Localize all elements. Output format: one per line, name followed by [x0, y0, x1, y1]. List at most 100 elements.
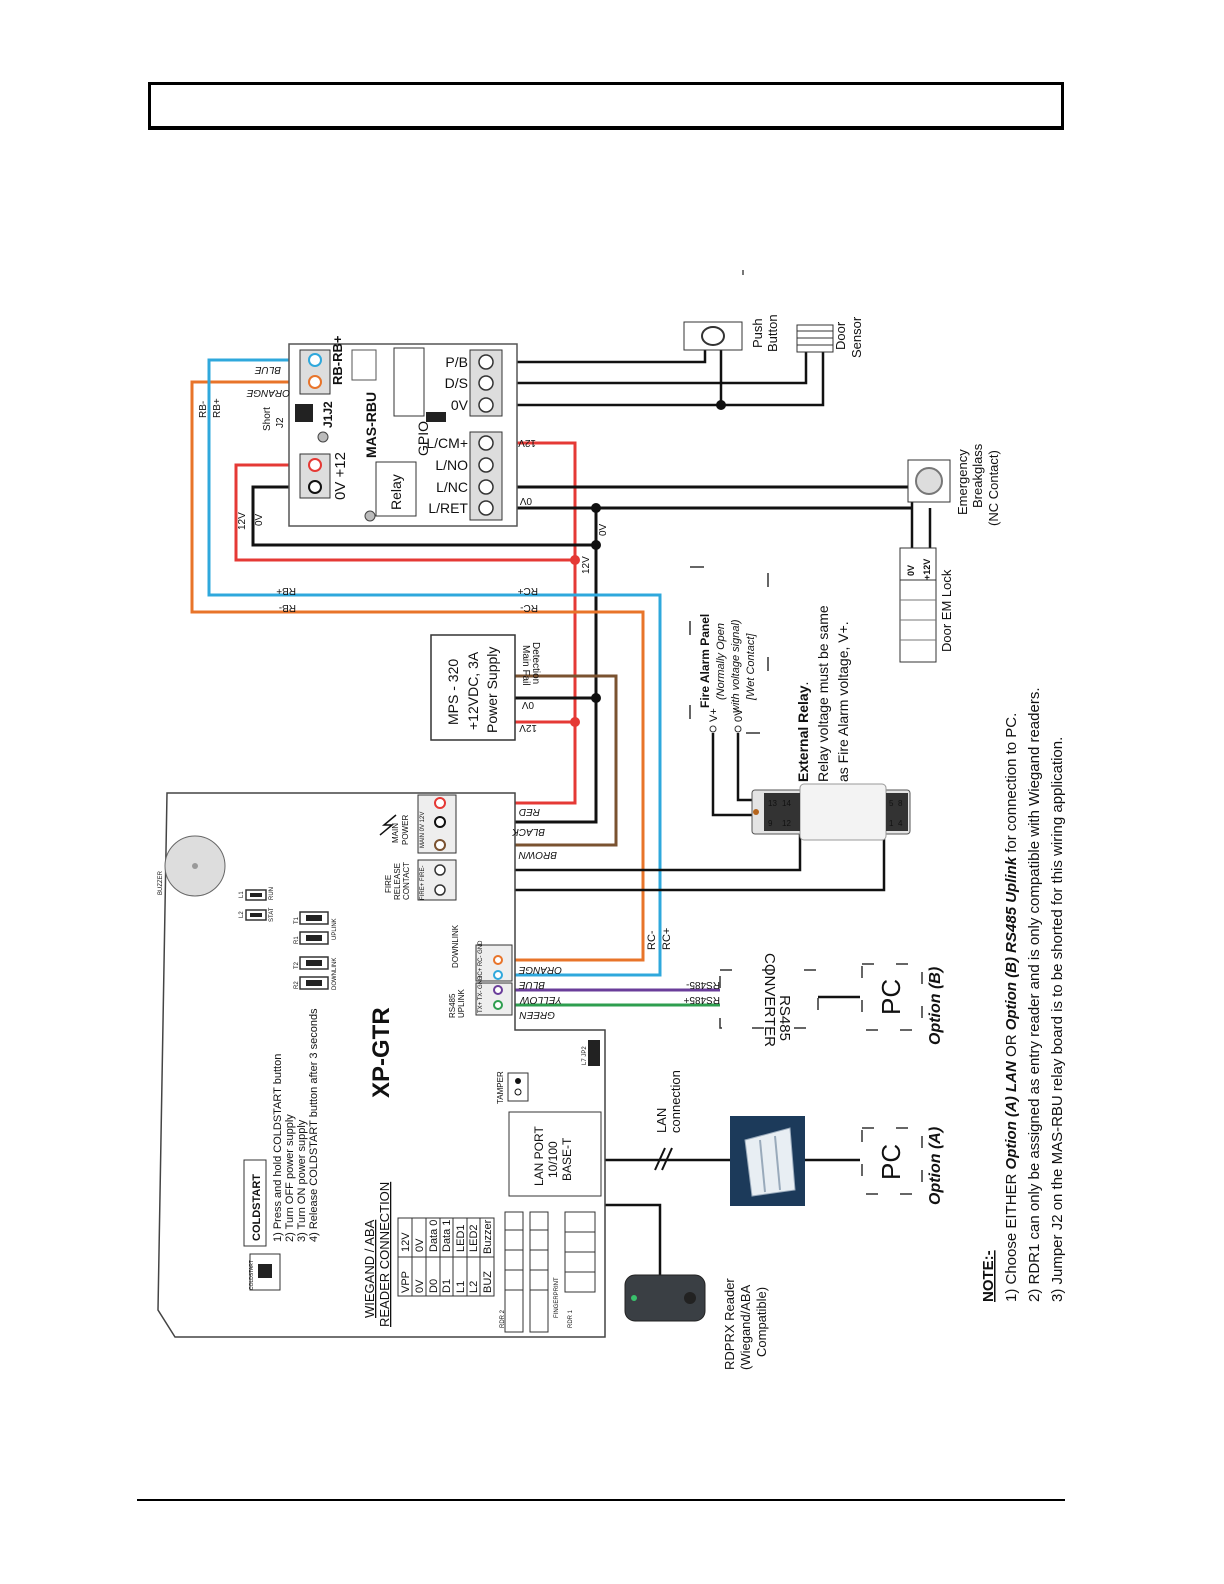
power-terminal-label: 0V +12 [332, 452, 349, 500]
relay-pin-12: 12 [782, 819, 791, 828]
pc-option-a: PC Option (A) [861, 1127, 944, 1205]
fire-pins: FIRE+ FIRE- [420, 865, 426, 900]
reader-pin-l2: L2 [468, 1281, 480, 1293]
notes: NOTE:- 1) Choose EITHER Option (A) LAN O… [980, 688, 1066, 1303]
relay-pin-1: 1 [889, 819, 894, 828]
converter-line2: CONVERTER [761, 953, 778, 1047]
controller-name: XP-GTR [368, 1007, 395, 1098]
psu-mainfail-1: Main Fail [520, 645, 531, 686]
main-power-line2: POWER [401, 815, 410, 845]
label-0v-rb: 0V [254, 513, 265, 526]
label-12v-lcm: 12V [518, 437, 536, 448]
em-lock-pin-12v: +12V [922, 559, 932, 580]
push-button: Push Button [683, 314, 780, 352]
mas-rbu-board: RB-RB+ J1J2 Short J2 MAS-RBU 0V +12 Rela… [262, 335, 518, 527]
gpio-label: GPIO [415, 421, 431, 456]
wire-blue [207, 358, 662, 977]
rs485-uplink-line1: RS485 [448, 993, 457, 1018]
fire-release-line2: RELEASE [393, 863, 402, 900]
label-rc-minus: RC- [646, 930, 658, 950]
uplink-led-label: UPLINK [332, 918, 338, 940]
fire-panel-line1: Fire Alarm Panel [698, 614, 712, 708]
emergency-breakglass: Emergency Breakglass (NC Contact) [907, 443, 1001, 526]
terminal-rb-minus [308, 353, 322, 367]
wire-pb [515, 350, 707, 364]
push-button-line1: Push [750, 318, 765, 348]
label-yellow: YELLOW [519, 994, 562, 1005]
wire-orange [190, 380, 645, 962]
door-sensor-line1: Door [833, 321, 848, 350]
mas-rbu-label: MAS-RBU [363, 392, 379, 458]
reader-pin-d1: D1 [441, 1279, 453, 1293]
uplink-pins: TX+ TX- GND [478, 975, 484, 1013]
reader-pin-d0: D0 [428, 1279, 440, 1293]
push-button-line2: Button [765, 314, 780, 352]
note-1: 1) Choose EITHER Option (A) LAN OR Optio… [1003, 713, 1020, 1302]
wire-red-12v [438, 441, 577, 805]
fire-panel-line3: with voltage signal) [730, 619, 742, 713]
label-rc-plus-line: RC+ [518, 585, 538, 596]
breakglass-line2: Breakglass [970, 443, 985, 508]
main-power-line1: MAIN [391, 823, 400, 843]
label-green: GREEN [519, 1009, 555, 1020]
fire-release-line3: CONTACT [402, 862, 411, 900]
coldstart-small: COLDSTART [249, 1260, 255, 1290]
em-lock-label: Door EM Lock [939, 569, 954, 652]
relay-pin-8: 8 [898, 799, 903, 808]
converter-line1: RS485 [776, 995, 793, 1041]
uplink-led-r1: R1 [294, 936, 300, 944]
fingerprint-label: FINGERPRINT [554, 1277, 560, 1318]
label-blue: BLUE [519, 979, 545, 990]
wire-fire-panel-0v [736, 733, 752, 802]
rdr1-label: RDR 1 [568, 1309, 574, 1328]
fire-panel-pin-0v: 0V [733, 708, 745, 722]
downlink-led-r2: R2 [294, 981, 300, 989]
external-relay: External Relay. Relay voltage must be sa… [751, 605, 911, 841]
short-j2-line2: J2 [275, 417, 286, 428]
label-red: RED [519, 806, 540, 817]
label-blue-rb: BLUE [255, 364, 281, 375]
fire-panel-line4: [Wet Contact] [745, 633, 757, 701]
rb-terminal-label: RB-RB+ [330, 335, 345, 385]
external-relay-line2: as Fire Alarm voltage, V+. [835, 621, 851, 782]
reader-line3: Compatible) [754, 1287, 769, 1357]
relay-pin-5: 5 [889, 799, 894, 808]
coldstart-step-4: 4) Release COLDSTART button after 3 seco… [308, 1008, 320, 1242]
pc-b-label: PC [876, 979, 906, 1015]
label-12v-rb: 12V [237, 512, 248, 530]
label-12v-trunk: 12V [581, 556, 592, 574]
rdprx-reader: RDPRX Reader (Wiegand/ABA Compatible) [624, 1274, 769, 1370]
door-em-lock: 0V +12V Door EM Lock [899, 547, 954, 663]
coldstart-step-3: 3) Turn ON power supply [296, 1119, 308, 1242]
door-sensor-line2: Sensor [849, 316, 864, 358]
terminal-0v-in: 0V [451, 397, 469, 413]
reader-fn-buz: Buzzer [482, 1219, 494, 1254]
reader-pin-l1: L1 [455, 1281, 467, 1293]
fire-alarm-panel: Fire Alarm Panel (Normally Open with vol… [689, 566, 769, 734]
psu-0v: 0V [521, 699, 534, 710]
wire-black-relay-0v [251, 485, 596, 547]
downlink-led-t2: T2 [294, 961, 300, 969]
option-a-label: Option (A) [927, 1127, 944, 1205]
relay-pin-14: 14 [782, 799, 791, 808]
terminal-12v [308, 458, 322, 472]
option-b-label: Option (B) [927, 967, 944, 1045]
label-0v-trunk: 0V [598, 523, 609, 536]
lan-connection-line2: connection [668, 1070, 683, 1133]
notes-heading: NOTE:- [980, 1250, 997, 1302]
reader-fn-vpp: 12V [400, 1232, 412, 1252]
xp-gtr-controller: XP-GTR BUZZER L2 L1 STAT RUN T1 R1 T2 R2… [157, 792, 720, 1338]
breakglass-line1: Emergency [955, 449, 970, 515]
main-power-pins: MAIN 0V 12V [420, 812, 426, 848]
terminal-0v [308, 480, 322, 494]
lan-connection-line1: LAN [654, 1108, 669, 1133]
terminal-lno: L/NO [435, 457, 468, 473]
downlink-led-label: DOWNLINK [332, 958, 338, 990]
reader-connection-table: VPP 12V 0V 0V D0 Data 0 D1 Data 1 L1 LED… [397, 1217, 495, 1297]
l7-label: L7 JP2 [582, 1046, 588, 1065]
relay-pin-4: 4 [898, 819, 903, 828]
terminal-lcm: L/CM+ [426, 435, 468, 451]
led-l2: L2 [239, 911, 245, 918]
em-lock-pin-0v: 0V [906, 565, 916, 576]
